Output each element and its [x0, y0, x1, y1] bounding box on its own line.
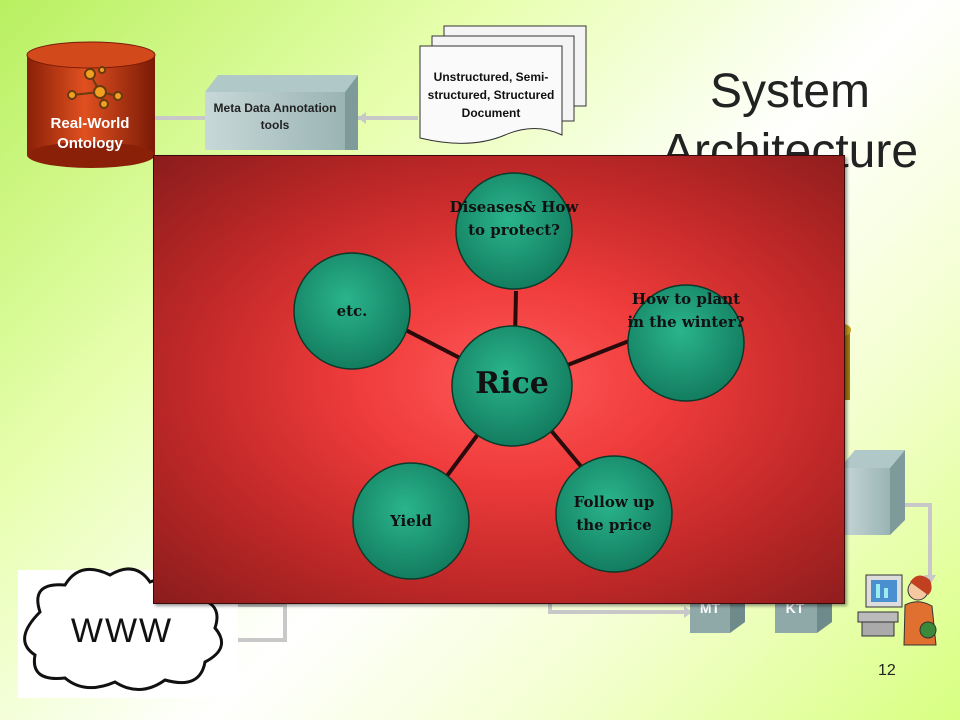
node-rice-center: [451, 325, 573, 447]
mt-label: MT: [699, 600, 721, 616]
node-diseases: [455, 172, 573, 290]
node-label-diseases: Diseases& How to protect?: [449, 198, 579, 239]
metadata-box: [205, 75, 358, 150]
node-label-price: Follow up the price: [573, 493, 655, 534]
ontology-label: Real-World Ontology: [50, 115, 130, 152]
document-stack: [419, 25, 587, 144]
documents-label: Unstructured, Semi-structured, Structure…: [427, 70, 555, 120]
node-plant-winter: [627, 284, 745, 402]
node-label-etc: etc.: [336, 302, 368, 320]
page-number: 12: [878, 662, 896, 679]
kt-label: KT: [785, 600, 805, 616]
www-label: WWW: [70, 612, 174, 650]
gray-box-right: [840, 450, 905, 535]
connector-lines: [155, 116, 932, 642]
mindmap-graph: [293, 172, 745, 580]
rice-mindmap-panel: Rice Diseases& How to protect? How to pl…: [153, 155, 845, 604]
node-label-plant-winter: How to plant in the winter?: [627, 290, 745, 331]
center-node-label: Rice: [475, 366, 549, 401]
node-yield: [352, 462, 470, 580]
molecule-icon: [67, 66, 123, 109]
node-etc: [293, 252, 411, 370]
user-computer-icon: [857, 574, 937, 646]
node-label-yield: Yield: [390, 512, 432, 530]
metadata-label: Meta Data Annotation tools: [213, 101, 337, 132]
node-price: [555, 455, 673, 573]
